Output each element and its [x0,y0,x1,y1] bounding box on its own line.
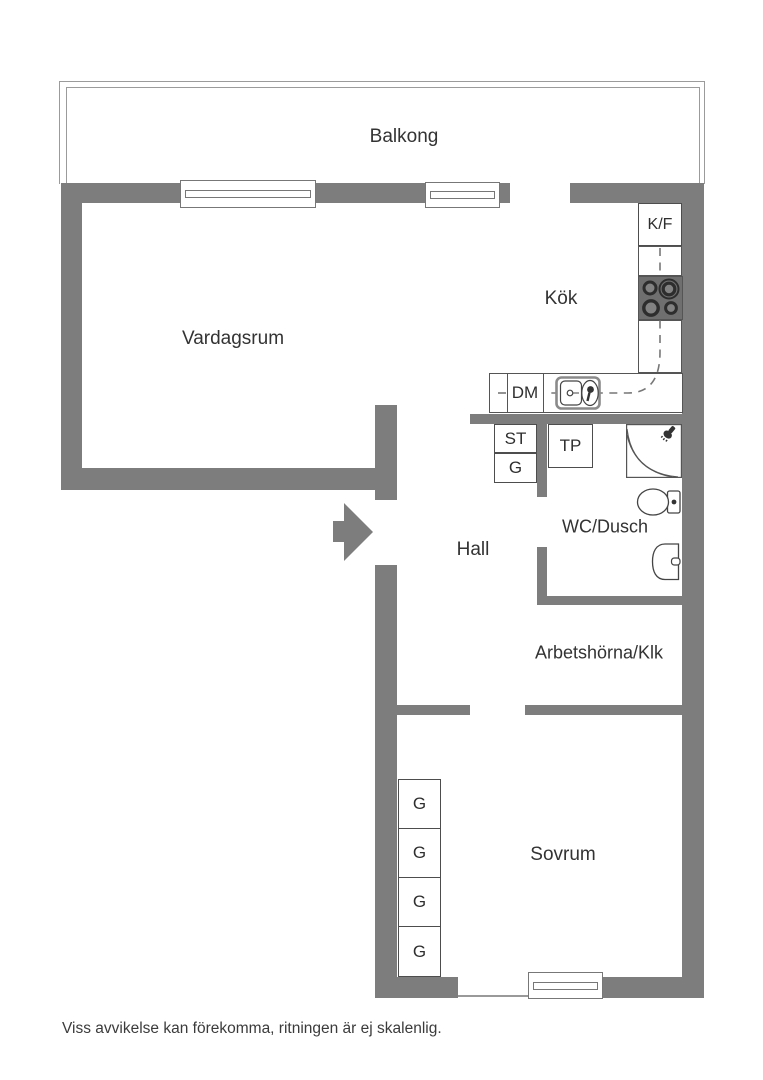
living-room-window-right [425,182,500,208]
shower-icon [626,424,682,478]
room-label-living-room: Vardagsrum [181,328,285,349]
bedroom-closet-label: G [412,843,427,862]
room-label-kitchen: Kök [544,288,578,309]
bedroom-door-threshold [458,995,528,997]
counter-divider-2 [543,373,544,413]
toilet-icon [636,488,681,516]
wall-top-1 [61,183,180,203]
washer-tower-cabinet: TP [548,424,593,468]
wall-kitchen-bath-top [470,414,683,424]
room-label-work-nook: Arbetshörna/Klk [534,642,664,663]
sink-icon [555,376,601,410]
fridge-freezer-cabinet: K/F [638,203,682,246]
hall-wardrobe: G [494,453,537,483]
window-glass [533,981,598,990]
wall-bath-left-upper [537,424,547,497]
wall-living-bottom [61,468,397,490]
stove-icon [638,276,683,320]
living-room-window-left [180,180,316,208]
entrance-arrow-icon [333,503,373,561]
wall-left [61,183,82,490]
wall-vertical-lower [375,565,397,998]
window-glass [185,190,311,198]
cleaning-closet: ST [494,424,537,453]
wall-bedroom-bottom-right [603,977,683,998]
window-glass [430,191,495,199]
wall-right [682,183,704,998]
wall-bath-left-lower [537,547,547,605]
balcony-outline-outer [59,81,705,184]
bedroom-closet-1: G [398,779,441,829]
room-label-bathroom: WC/Dusch [561,516,649,537]
bedroom-closet-2: G [398,828,441,878]
hall-wardrobe-label: G [508,458,523,477]
cleaning-closet-label: ST [504,428,527,448]
shower-head-icon [660,426,676,442]
balcony-outline-inner [66,87,700,184]
fridge-freezer-label: K/F [647,215,673,233]
disclaimer-text: Viss avvikelse kan förekomma, ritningen … [62,1020,442,1037]
dishwasher-label: DM [511,383,539,402]
wall-top-3 [500,183,510,203]
bedroom-closet-label: G [412,794,427,813]
wall-top-2 [316,183,425,203]
washbasin-icon [651,543,681,581]
wall-worknook-bottom-left [397,705,470,715]
room-label-bedroom: Sovrum [530,844,596,865]
bedroom-window [528,972,603,999]
wall-bedroom-bottom-left [375,977,458,998]
room-label-balcony: Balkong [369,126,439,147]
wall-worknook-bottom-right [525,705,683,715]
counter-divider-1 [507,373,508,413]
counter-centerline [492,248,661,394]
bedroom-closet-label: G [412,941,427,961]
bedroom-closet-label: G [412,892,427,911]
room-label-hall: Hall [456,539,490,560]
kitchen-counter-mid [638,320,682,373]
wall-top-4 [570,183,704,203]
washer-tower-label: TP [559,436,582,455]
bedroom-closet-4: G [398,926,441,977]
wall-bath-bottom [537,596,683,605]
wall-entry-stub-upper [375,405,397,500]
bedroom-closet-3: G [398,877,441,927]
